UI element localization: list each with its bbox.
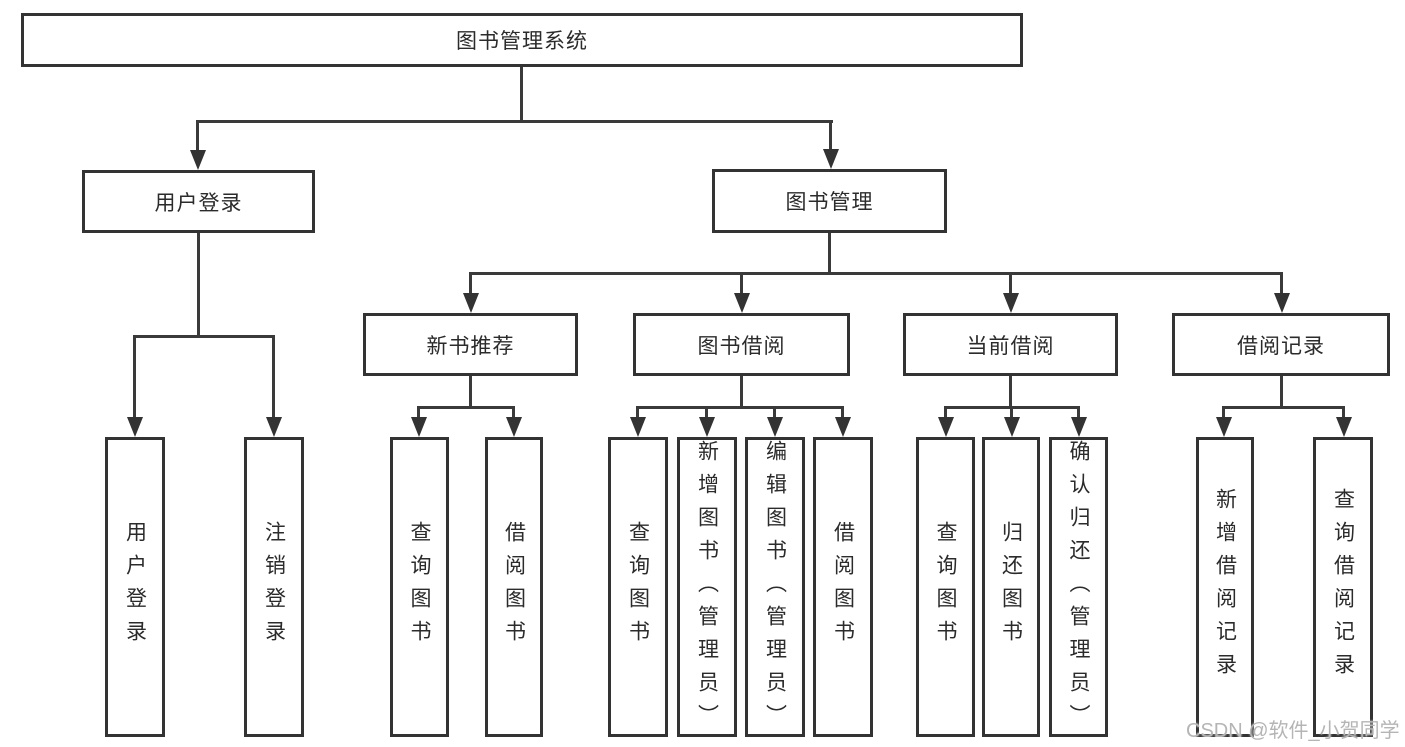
connector-line: [133, 335, 275, 338]
connector-line: [417, 406, 420, 420]
arrow-down-icon: [823, 149, 839, 169]
leaf-label: 查询借阅记录: [1331, 488, 1355, 686]
connector-line: [520, 67, 523, 122]
connector-line: [196, 120, 199, 154]
leaf-label: 查询图书: [626, 521, 650, 653]
connector-line: [272, 335, 275, 420]
connector-line: [469, 272, 472, 296]
connector-line: [1342, 406, 1345, 420]
connector-line: [1009, 272, 1012, 296]
leaf-borrow-book-recommend: 借阅图书: [485, 437, 543, 737]
arrow-down-icon: [190, 150, 206, 170]
leaf-label: 新增图书（管理员）: [695, 440, 719, 737]
leaf-label: 新增借阅记录: [1213, 488, 1237, 686]
arrow-down-icon: [127, 417, 143, 437]
arrow-down-icon: [630, 417, 646, 437]
arrow-down-icon: [1003, 293, 1019, 313]
leaf-label: 编辑图书（管理员）: [763, 440, 787, 737]
node-label: 新书推荐: [426, 334, 515, 358]
connector-line: [1010, 406, 1013, 420]
node-label: 用户登录: [154, 191, 243, 215]
arrow-down-icon: [699, 417, 715, 437]
node-borrow-records: 借阅记录: [1172, 313, 1390, 376]
connector-line: [740, 272, 743, 296]
node-label: 图书管理系统: [456, 30, 588, 53]
node-label: 图书借阅: [697, 334, 786, 358]
arrow-down-icon: [266, 417, 282, 437]
leaf-user-login: 用户登录: [105, 437, 165, 737]
leaf-return-book: 归还图书: [982, 437, 1040, 737]
connector-line: [1009, 376, 1012, 408]
connector-line: [1222, 406, 1345, 409]
leaf-borrow-book: 借阅图书: [813, 437, 873, 737]
connector-line: [1280, 376, 1283, 408]
leaf-label: 归还图书: [999, 521, 1023, 653]
node-library-system: 图书管理系统: [21, 13, 1023, 67]
connector-line: [197, 233, 200, 337]
arrow-down-icon: [1336, 417, 1352, 437]
leaf-label: 借阅图书: [502, 521, 526, 653]
node-label: 图书管理: [785, 191, 874, 214]
node-user-login: 用户登录: [82, 170, 315, 233]
arrow-down-icon: [411, 417, 427, 437]
node-book-borrow: 图书借阅: [633, 313, 850, 376]
leaf-label: 借阅图书: [831, 521, 855, 653]
csdn-watermark: CSDN @软件_小贺同学: [1186, 720, 1400, 742]
connector-line: [829, 120, 832, 154]
connector-line: [944, 406, 947, 420]
leaf-add-book-admin: 新增图书（管理员）: [677, 437, 737, 737]
leaf-label: 用户登录: [123, 521, 147, 653]
connector-line: [773, 406, 776, 420]
arrow-down-icon: [506, 417, 522, 437]
leaf-query-book-recommend: 查询图书: [390, 437, 449, 737]
connector-line: [469, 272, 1283, 275]
leaf-query-book-current: 查询图书: [916, 437, 975, 737]
connector-line: [828, 233, 831, 275]
node-book-management: 图书管理: [712, 169, 947, 233]
arrow-down-icon: [835, 417, 851, 437]
connector-line: [469, 376, 472, 408]
connector-line: [841, 406, 844, 420]
leaf-label: 查询图书: [934, 521, 957, 653]
connector-line: [417, 406, 515, 409]
arrow-down-icon: [767, 417, 783, 437]
arrow-down-icon: [938, 417, 954, 437]
arrow-down-icon: [1216, 417, 1232, 437]
connector-line: [1077, 406, 1080, 420]
connector-line: [1280, 272, 1283, 296]
leaf-label: 确认归还（管理员）: [1067, 440, 1090, 737]
leaf-query-borrow-record: 查询借阅记录: [1313, 437, 1373, 737]
connector-line: [636, 406, 844, 409]
connector-line: [1222, 406, 1225, 420]
arrow-down-icon: [1274, 293, 1290, 313]
node-current-borrow: 当前借阅: [903, 313, 1118, 376]
leaf-confirm-return-admin: 确认归还（管理员）: [1049, 437, 1108, 737]
leaf-query-book-borrow: 查询图书: [608, 437, 668, 737]
node-label: 当前借阅: [966, 334, 1055, 358]
connector-line: [196, 120, 833, 123]
connector-line: [133, 335, 136, 420]
leaf-add-borrow-record: 新增借阅记录: [1196, 437, 1254, 737]
connector-line: [636, 406, 639, 420]
arrow-down-icon: [1071, 417, 1087, 437]
node-new-book-recommend: 新书推荐: [363, 313, 578, 376]
leaf-label: 查询图书: [408, 521, 431, 653]
connector-line: [512, 406, 515, 420]
node-label: 借阅记录: [1237, 334, 1325, 358]
arrow-down-icon: [1004, 417, 1020, 437]
leaf-edit-book-admin: 编辑图书（管理员）: [745, 437, 805, 737]
connector-line: [740, 376, 743, 408]
leaf-logout: 注销登录: [244, 437, 304, 737]
connector-line: [705, 406, 708, 420]
leaf-label: 注销登录: [262, 521, 286, 653]
arrow-down-icon: [734, 293, 750, 313]
arrow-down-icon: [463, 293, 479, 313]
